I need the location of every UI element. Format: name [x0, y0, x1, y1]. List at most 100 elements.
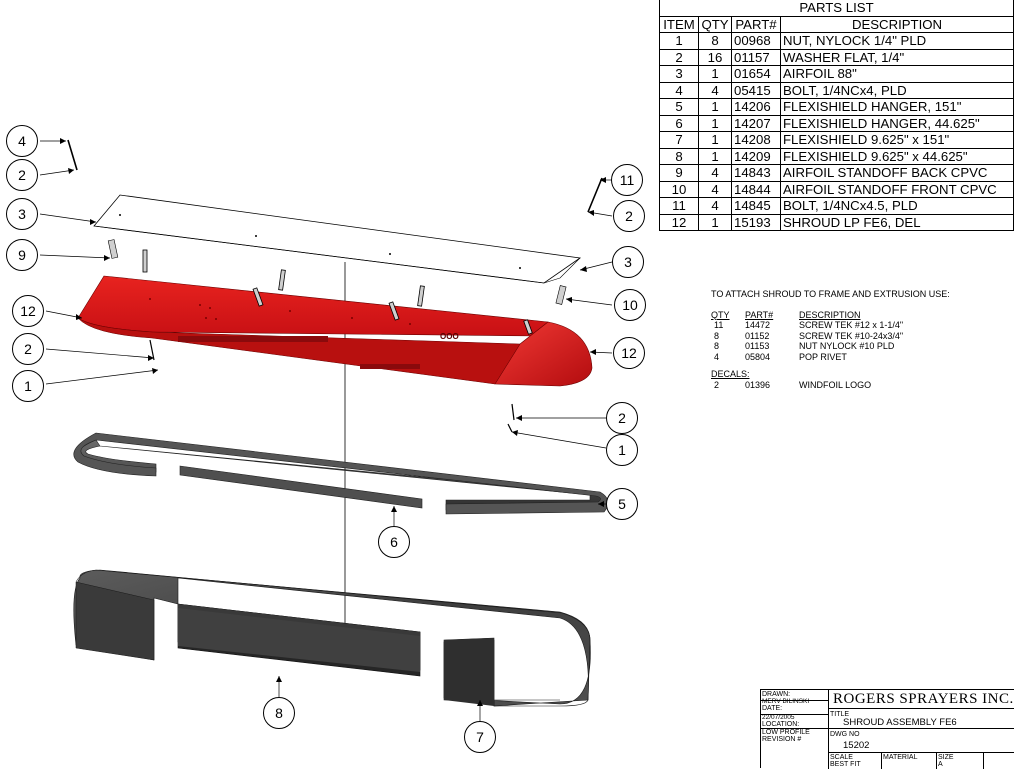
balloon-label: 2: [625, 208, 633, 224]
scale-label: SCALE: [830, 754, 853, 761]
item-number: 4: [659, 81, 699, 99]
attach-row-description: SCREW TEK #12 x 1-1/4": [799, 320, 904, 330]
balloon-label: 7: [476, 729, 484, 745]
attach-header-qty: QTY: [711, 309, 730, 320]
item-part-number: 14844: [731, 180, 781, 198]
attach-header-description: DESCRIPTION: [799, 309, 861, 320]
red-shroud: OOO: [77, 275, 593, 387]
header-item: ITEM: [659, 15, 699, 33]
item-part-number: 01157: [731, 48, 781, 66]
item-part-number: 15193: [731, 213, 781, 231]
item-part-number: 00968: [731, 32, 781, 50]
item-qty: 1: [698, 114, 732, 132]
title-block: DRAWN: MERV BILINSKI DATE: 22/07/2005 LO…: [760, 689, 1014, 769]
balloon-label: 2: [18, 167, 26, 183]
item-part-number: 14843: [731, 164, 781, 182]
balloon-label: 1: [24, 378, 32, 394]
item-part-number: 14208: [731, 131, 781, 149]
title-label: TITLE: [830, 711, 850, 718]
balloon-label: 3: [18, 206, 26, 222]
item-balloon: 4: [6, 125, 38, 157]
item-qty: 1: [698, 131, 732, 149]
item-balloon: 2: [12, 333, 44, 365]
leader-arrows: [60, 138, 606, 706]
item-number: 10: [659, 180, 699, 198]
flexishield-hanger-44: [179, 465, 423, 509]
item-part-number: 14206: [731, 98, 781, 116]
balloon-label: 11: [620, 172, 635, 188]
revision-label: REVISION #: [762, 736, 802, 743]
item-number: 2: [659, 48, 699, 66]
header-description: DESCRIPTION: [780, 15, 1014, 33]
item-description: AIRFOIL 88": [780, 65, 1014, 83]
decal-row-part-number: 01396: [745, 379, 771, 390]
item-balloon: 10: [614, 289, 646, 321]
item-number: 9: [659, 164, 699, 182]
item-description: FLEXISHIELD 9.625" x 44.625": [780, 147, 1014, 165]
attach-row-description: NUT NYLOCK #10 PLD: [799, 341, 895, 351]
balloon-label: 8: [275, 705, 283, 721]
balloon-label: 12: [20, 303, 36, 319]
item-part-number: 14209: [731, 147, 781, 165]
item-balloon: 2: [606, 402, 638, 434]
item-number: 11: [659, 197, 699, 215]
item-number: 3: [659, 65, 699, 83]
attach-row-part-number: 01153: [745, 341, 770, 351]
balloon-label: 9: [18, 247, 26, 263]
item-number: 7: [659, 131, 699, 149]
item-balloon: 6: [378, 526, 410, 558]
attach-notes: TO ATTACH SHROUD TO FRAME AND EXTRUSION …: [711, 289, 1011, 390]
item-balloon: 5: [606, 488, 638, 520]
flexishield-151: [73, 569, 591, 707]
material-label: MATERIAL: [883, 754, 918, 761]
balloon-label: 4: [18, 133, 26, 149]
item-balloon: 12: [12, 295, 44, 327]
item-qty: 4: [698, 81, 732, 99]
item-balloon: 2: [613, 200, 645, 232]
balloon-label: 3: [624, 254, 632, 270]
item-balloon: 1: [12, 370, 44, 402]
item-description: NUT, NYLOCK 1/4" PLD: [780, 32, 1014, 50]
item-qty: 16: [698, 48, 732, 66]
attach-row-part-number: 01152: [745, 330, 770, 341]
item-qty: 1: [698, 213, 732, 231]
item-number: 8: [659, 147, 699, 165]
balloon-label: 6: [390, 534, 398, 550]
flexishield-hanger-151: [73, 432, 609, 515]
item-number: 6: [659, 114, 699, 132]
item-description: BOLT, 1/4NCx4.5, PLD: [780, 197, 1014, 215]
size-value: A: [938, 761, 943, 768]
balloon-label: 5: [618, 496, 626, 512]
balloon-label: 10: [622, 297, 638, 313]
item-balloon: 11: [611, 164, 643, 196]
attach-header-part: PART#: [745, 309, 774, 320]
item-balloon: 12: [613, 337, 645, 369]
balloon-label: 2: [618, 410, 626, 426]
item-description: BOLT, 1/4NCx4, PLD: [780, 81, 1014, 99]
attach-row-description: POP RIVET: [799, 351, 847, 362]
attach-row-part-number: 14472: [745, 320, 771, 330]
attach-row-qty: 4: [714, 351, 720, 362]
balloon-label: 12: [621, 345, 637, 361]
shroud-pins: [142, 249, 533, 335]
decals-title: DECALS:: [711, 369, 750, 379]
item-part-number: 05415: [731, 81, 781, 99]
item-qty: 1: [698, 147, 732, 165]
item-balloon: 9: [6, 239, 38, 271]
